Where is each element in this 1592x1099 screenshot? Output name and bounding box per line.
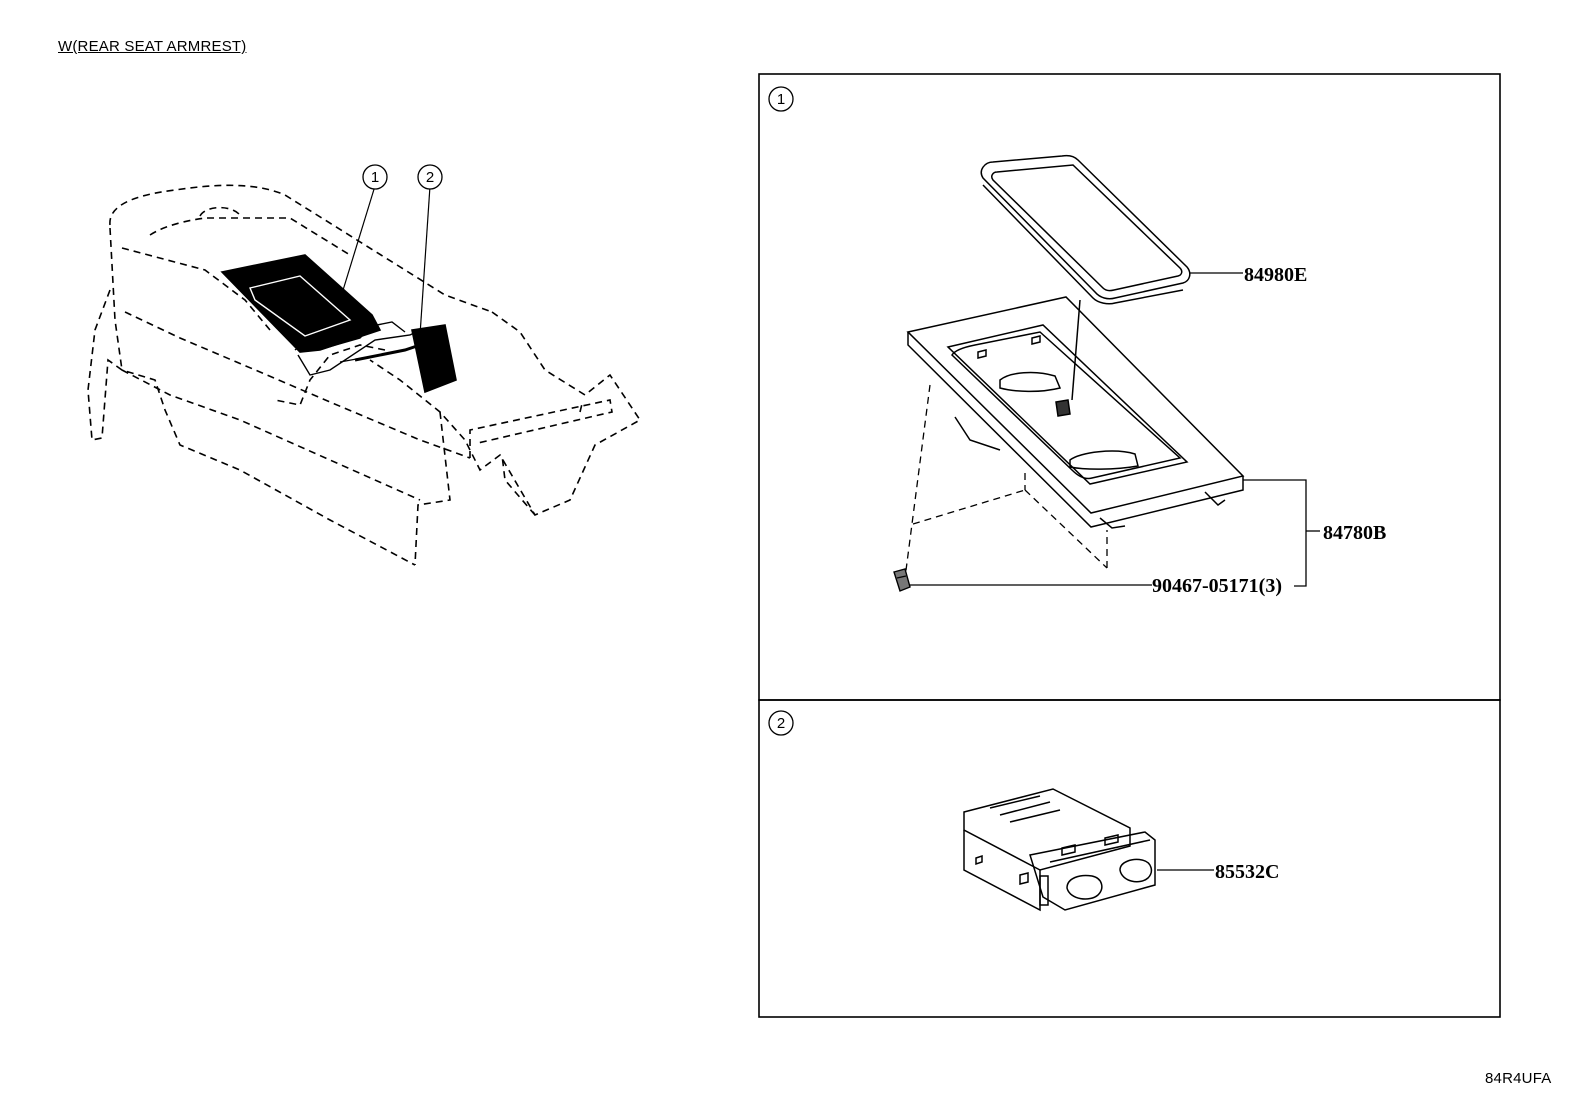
part-84980E-drawing[interactable] bbox=[980, 154, 1191, 305]
part-90467-05171-drawing[interactable] bbox=[893, 568, 911, 592]
overview-callout-2-number: 2 bbox=[426, 169, 434, 186]
part-label-84980E[interactable]: 84980E bbox=[1244, 264, 1307, 286]
overview-callout-1[interactable]: 1 bbox=[362, 164, 388, 190]
part-84780B-drawing[interactable] bbox=[906, 296, 1245, 529]
panel-2-number: 2 bbox=[777, 715, 785, 732]
part-label-90467-05171[interactable]: 90467-05171(3) bbox=[1152, 575, 1282, 597]
usb-module-shape bbox=[411, 324, 457, 394]
part-label-84780B[interactable]: 84780B bbox=[1323, 522, 1386, 544]
panel-2-frame bbox=[758, 699, 1501, 1018]
part-label-85532C[interactable]: 85532C bbox=[1215, 861, 1279, 883]
charger-pad-inner bbox=[249, 275, 352, 337]
panel-1-frame bbox=[758, 73, 1501, 701]
part-85532C-drawing[interactable] bbox=[963, 788, 1156, 912]
diagram-code: 84R4UFA bbox=[1485, 1070, 1552, 1087]
armrest-overview bbox=[87, 184, 642, 566]
assembly-guide-lines bbox=[904, 384, 1108, 579]
panel-1-callout: 1 bbox=[768, 86, 794, 112]
leader-lines-panel-1 bbox=[910, 479, 1320, 587]
panel-1-number: 1 bbox=[777, 91, 785, 108]
panel-2-callout: 2 bbox=[768, 710, 794, 736]
charger-pad-shape bbox=[220, 254, 382, 353]
diagram-title: W(REAR SEAT ARMREST) bbox=[58, 38, 247, 55]
armrest-outline bbox=[87, 184, 642, 566]
overview-callout-2[interactable]: 2 bbox=[417, 164, 443, 190]
overview-callout-1-number: 1 bbox=[371, 169, 379, 186]
